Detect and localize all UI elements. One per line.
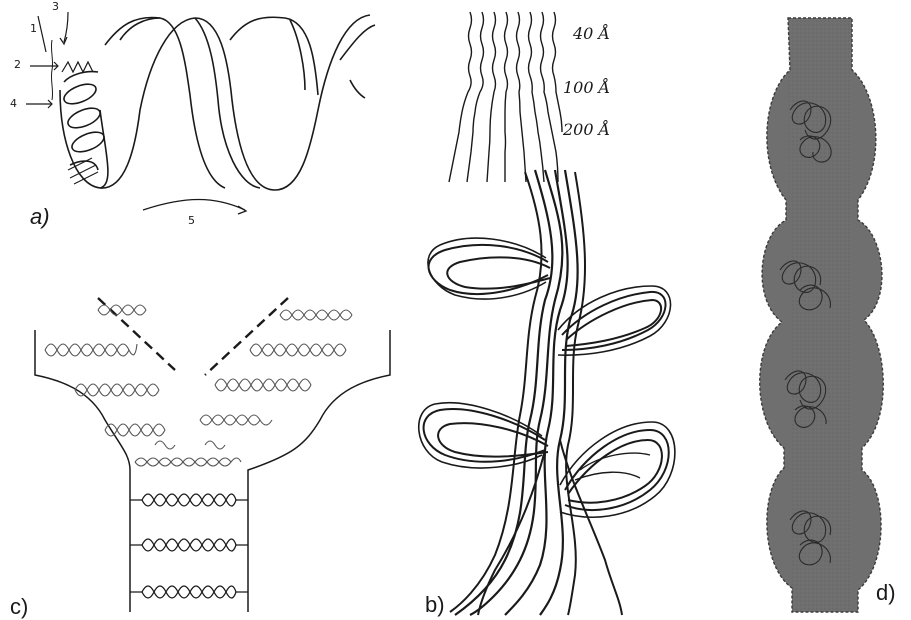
panel-label-c: c) (10, 594, 28, 620)
scale-40a: 40 Å (573, 24, 610, 43)
panel-label-a: a) (30, 204, 50, 230)
callout-3: 3 (52, 0, 59, 13)
callout-1: 1 (30, 22, 37, 35)
callout-5: 5 (188, 214, 195, 227)
panel-a-solenoid (26, 12, 375, 214)
panel-d-chromosome (760, 18, 884, 612)
scale-100a: 100 Å (563, 78, 610, 97)
callout-2: 2 (14, 58, 21, 71)
panel-label-b: b) (425, 592, 445, 618)
panel-c-replication-fork (35, 298, 390, 612)
panel-b-fibres (419, 12, 675, 615)
panel-label-d: d) (876, 580, 896, 606)
callout-4: 4 (10, 97, 17, 110)
scale-200a: 200 Å (563, 120, 610, 139)
